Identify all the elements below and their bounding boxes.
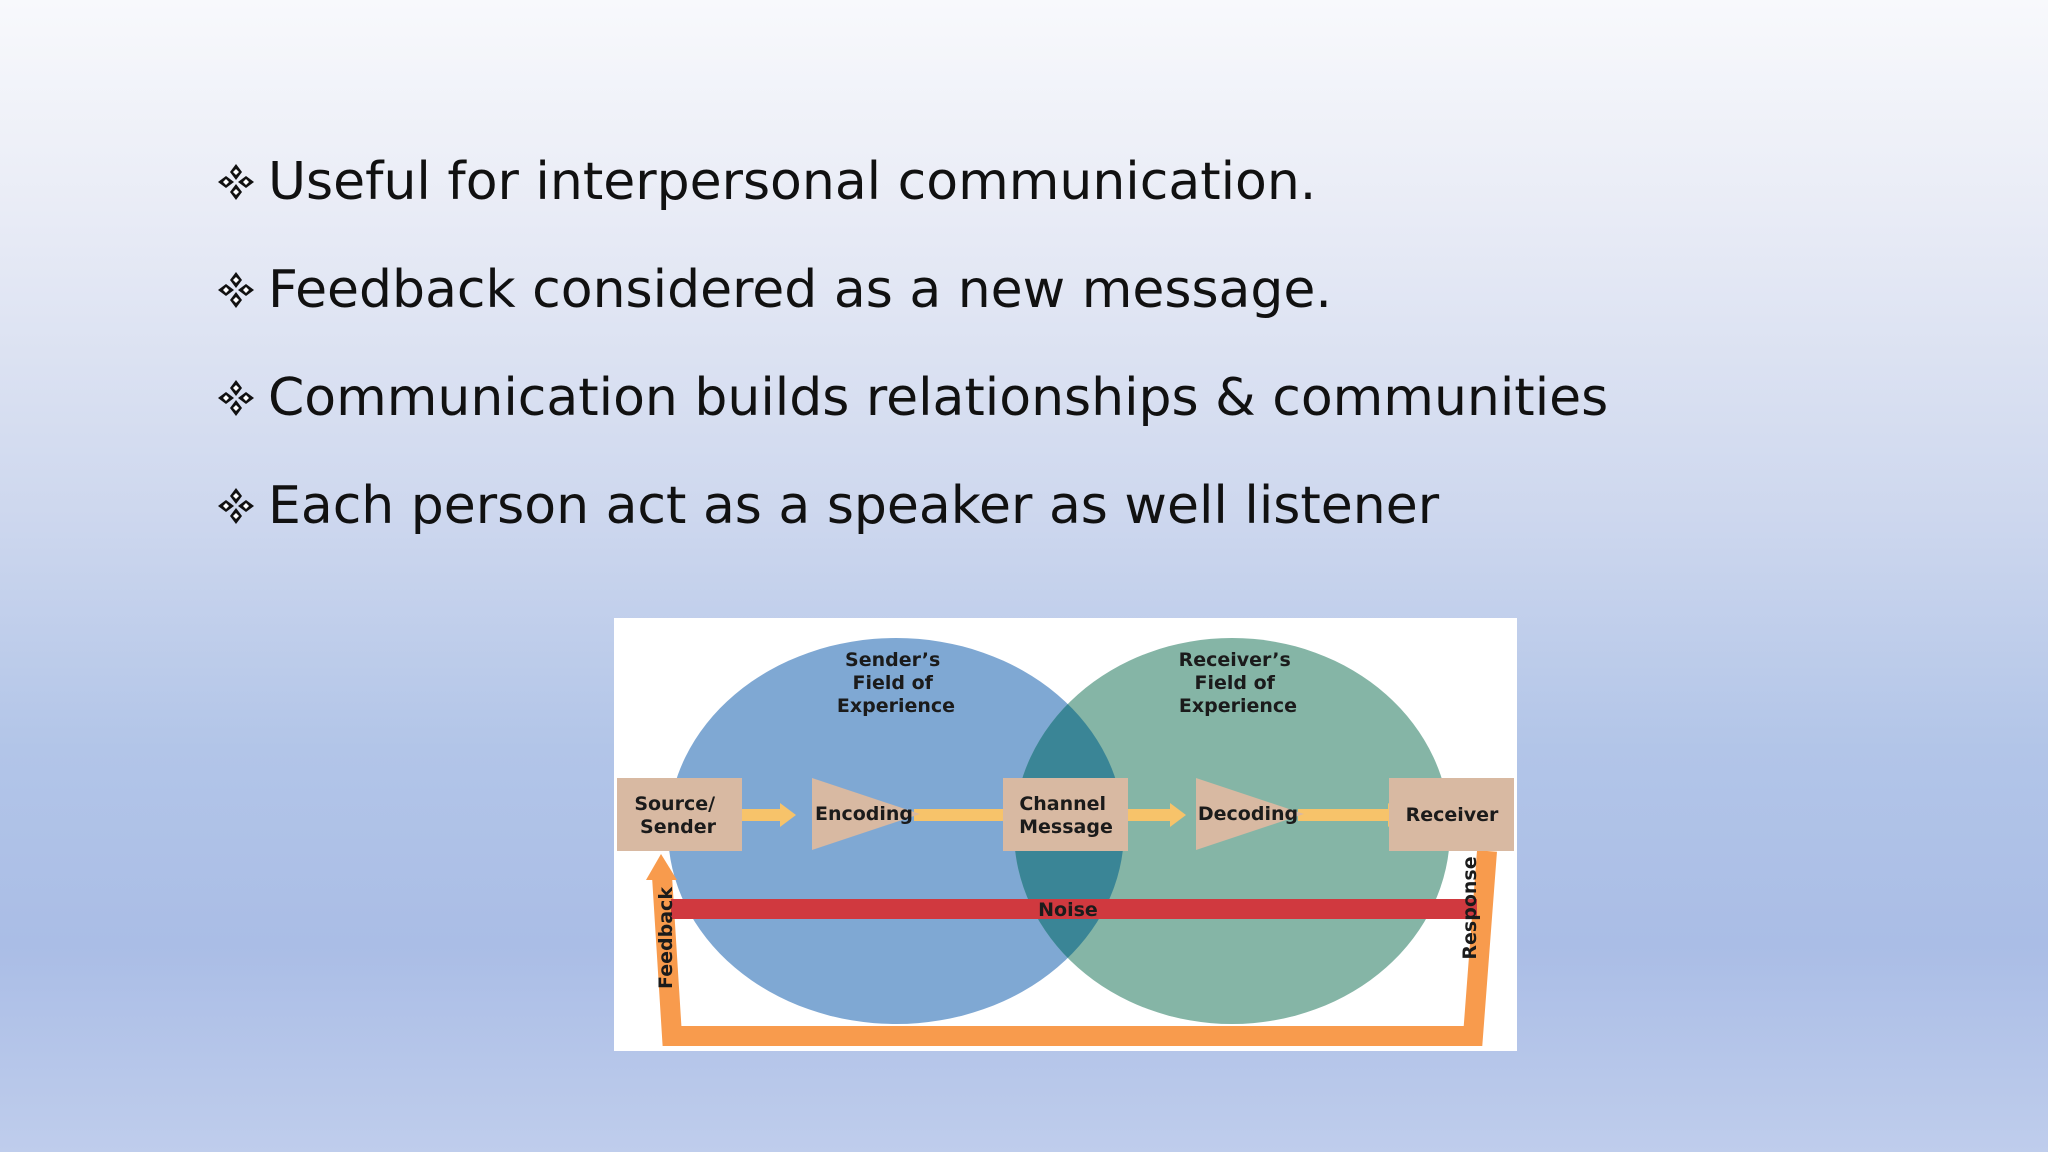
bullet-text: Communication builds relationships & com… [268, 368, 1609, 428]
source-sender-label: Source/ Sender [634, 793, 721, 838]
four-diamond-bullet-icon [218, 488, 254, 524]
diagram-svg: Noise Source/ Sender [617, 638, 1514, 1046]
encoding-triangle [812, 778, 920, 850]
decoding-triangle [1196, 778, 1304, 850]
receiver-label: Receiver [1406, 804, 1499, 826]
bullet-text: Each person act as a speaker as well lis… [268, 476, 1440, 536]
four-diamond-bullet-icon [218, 164, 254, 200]
encoding-label: Encoding [815, 803, 913, 825]
channel-message-box [1003, 778, 1128, 851]
noise-label: Noise [1038, 899, 1098, 921]
feedback-loop-arrow [652, 850, 1497, 1046]
channel-message-label: Channel Message [1019, 793, 1113, 838]
bullet-list: Useful for interpersonal communication. … [214, 128, 1608, 560]
four-diamond-bullet-icon [218, 380, 254, 416]
bullet-text: Useful for interpersonal communication. [268, 152, 1317, 212]
bullet-item: Communication builds relationships & com… [214, 344, 1608, 452]
bullet-item: Useful for interpersonal communication. [214, 128, 1608, 236]
bullet-item: Each person act as a speaker as well lis… [214, 452, 1608, 560]
communication-model-diagram: Noise Source/ Sender [614, 618, 1517, 1051]
receiver-field-label: Receiver’s Field of Experience [1179, 649, 1298, 717]
noise-bar [671, 899, 1477, 919]
bullet-item: Feedback considered as a new message. [214, 236, 1608, 344]
response-label: Response [1459, 856, 1481, 959]
decoding-label: Decoding [1198, 803, 1298, 825]
sender-field-circle [668, 638, 1124, 1024]
four-diamond-bullet-icon [218, 272, 254, 308]
source-sender-box [617, 778, 742, 851]
receiver-box [1389, 778, 1514, 851]
sender-field-label: Sender’s Field of Experience [837, 649, 955, 717]
feedback-label: Feedback [655, 887, 677, 989]
bullet-text: Feedback considered as a new message. [268, 260, 1332, 320]
feedback-arrowhead-icon [646, 854, 677, 880]
